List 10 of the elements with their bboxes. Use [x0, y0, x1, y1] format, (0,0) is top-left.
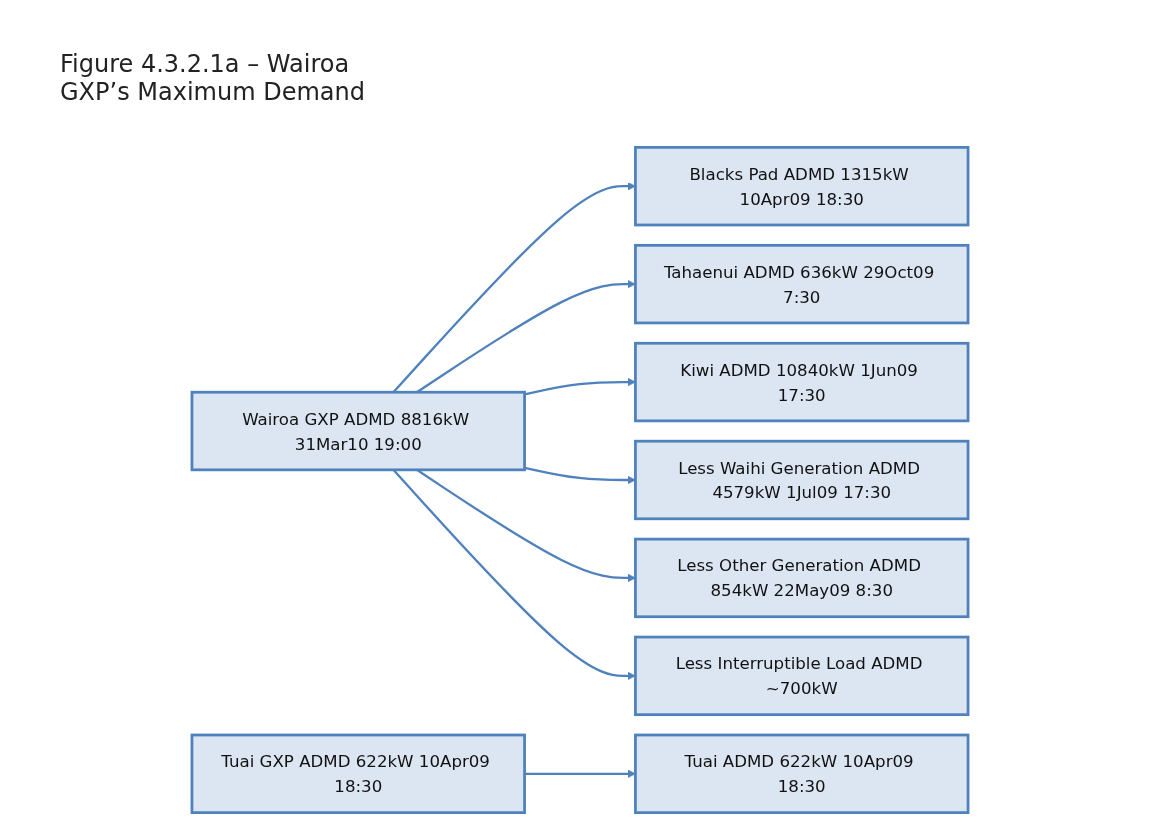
node-box: Wairoa GXP ADMD 8816kW 31Mar10 19:00 — [190, 390, 526, 472]
node-box: Less Other Generation ADMD 854kW 22May09 8:30 — [633, 537, 969, 619]
node-box: Tahaenui ADMD 636kW 29Oct09 7:30 — [633, 243, 969, 325]
node-box: Blacks Pad ADMD 1315kW 10Apr09 18:30 — [633, 146, 969, 227]
node-box: Kiwi ADMD 10840kW 1Jun09 17:30 — [633, 341, 969, 423]
node-box: Less Interruptible Load ADMD ~700kW — [633, 635, 969, 717]
figure-title: Figure 4.3.2.1a – Wairoa GXP’s Maximum Demand — [60, 50, 366, 106]
node-box: Tuai ADMD 622kW 10Apr09 18:30 — [633, 733, 969, 814]
node-box: Less Waihi Generation ADMD 4579kW 1Jul09 17:30 — [633, 439, 969, 521]
node-box: Tuai GXP ADMD 622kW 10Apr09 18:30 — [190, 733, 526, 814]
